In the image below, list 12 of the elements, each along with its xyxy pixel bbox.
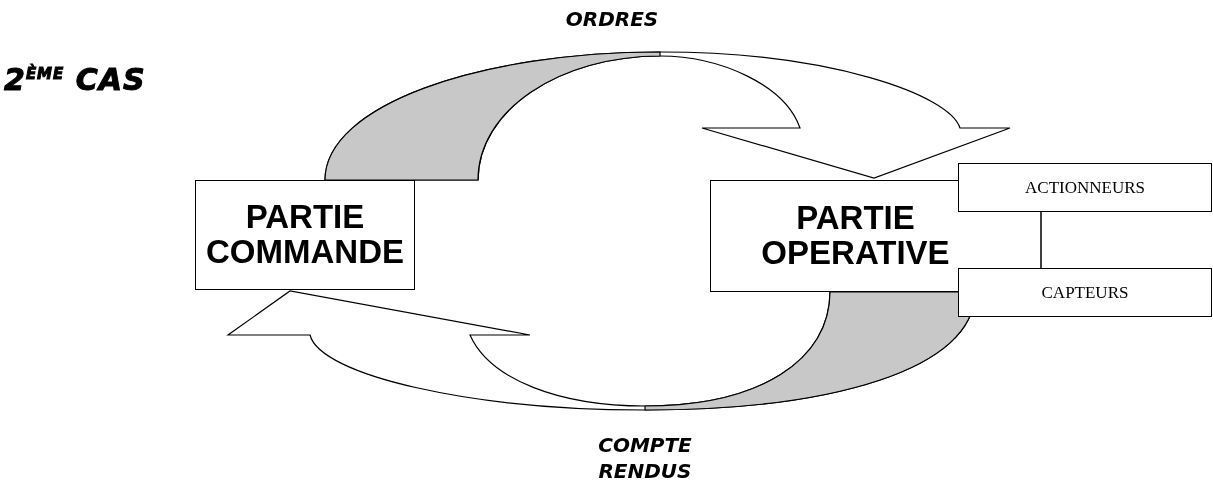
curved-block-arrow — [324, 51, 1011, 181]
label-box — [958, 163, 1212, 212]
title: 2$^{ÈME}$ CAS — [4, 62, 146, 97]
edge-label: COMPTE RENDUS — [597, 432, 693, 484]
node-text: PARTIE COMMANDE — [205, 200, 405, 270]
block-box — [710, 180, 958, 292]
node-text: CAPTEURS — [1041, 282, 1129, 303]
node-text: PARTIE OPERATIVE — [760, 201, 951, 271]
block-box — [195, 180, 415, 290]
label-box — [958, 268, 1212, 317]
edge-label: ORDRES — [564, 6, 660, 32]
node-text: ACTIONNEURS — [1025, 177, 1145, 198]
